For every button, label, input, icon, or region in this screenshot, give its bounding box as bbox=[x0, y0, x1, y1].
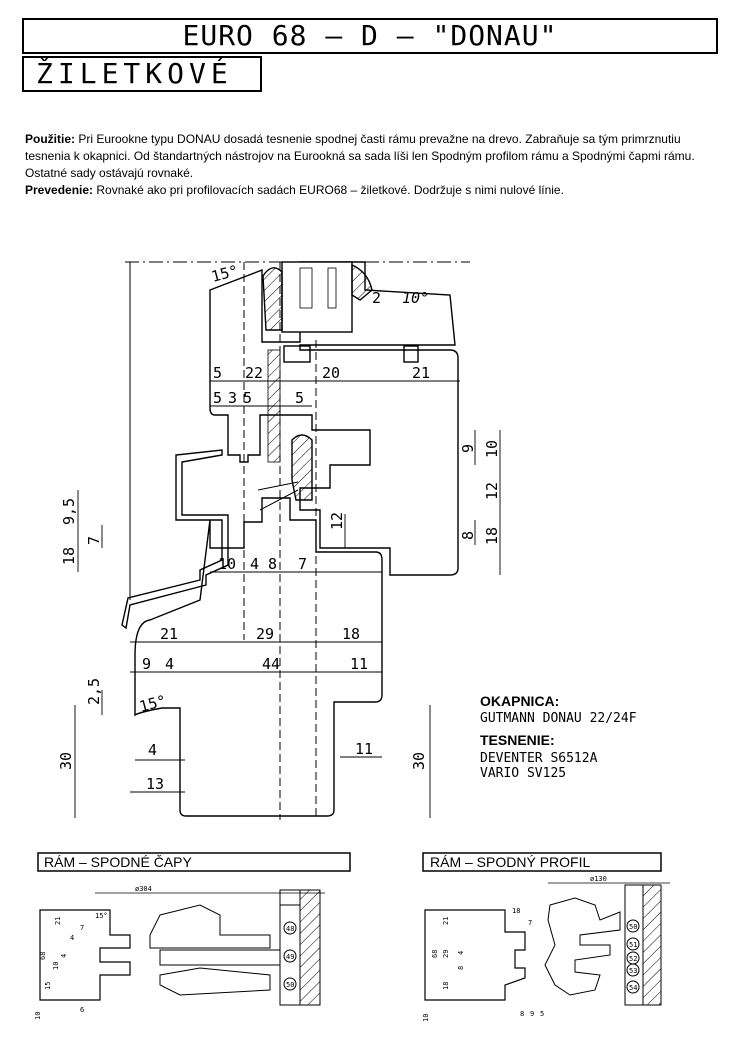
dim-12-right: 12 bbox=[483, 482, 501, 500]
dim-11-c: 11 bbox=[355, 740, 373, 758]
panel2-dim-21: 21 bbox=[442, 917, 450, 925]
panel2-dim-7: 7 bbox=[528, 919, 532, 927]
dim-44: 44 bbox=[262, 655, 280, 673]
panel2-tool-50: 50 bbox=[629, 923, 637, 931]
tesnenie-label: TESNENIE: bbox=[480, 732, 555, 748]
dim-10: 10 bbox=[218, 555, 236, 573]
dim-4: 4 bbox=[250, 555, 259, 573]
dim-4-c: 4 bbox=[148, 741, 157, 759]
dim-13: 13 bbox=[146, 775, 164, 793]
seal-deventer bbox=[291, 434, 313, 501]
panel1-dim-6: 6 bbox=[80, 1006, 84, 1014]
panel2-dim-5: 5 bbox=[540, 1010, 544, 1018]
glazing-seal-right bbox=[351, 263, 373, 301]
dim-3: 3 bbox=[228, 389, 237, 407]
panel1-dim-21: 21 bbox=[54, 917, 62, 925]
dim-10-right: 10 bbox=[483, 440, 501, 458]
dim-2: 2 bbox=[372, 289, 381, 307]
dim-9-right: 9 bbox=[459, 444, 477, 453]
execution-text: Rovnaké ako pri profilovacích sadách EUR… bbox=[93, 183, 564, 197]
panel1-dim-7: 7 bbox=[80, 924, 84, 932]
description-block: Použitie: Pri Eurookne typu DONAU dosadá… bbox=[25, 131, 725, 199]
drip-rail bbox=[121, 449, 229, 630]
panel1-dim-10: 10 bbox=[52, 962, 60, 970]
dim-11-b: 11 bbox=[350, 655, 368, 673]
drawing-title: EURO 68 – D – "DONAU" bbox=[22, 18, 718, 54]
panel-spodny-profil: RÁM – SPODNÝ PROFIL ø130 21 29 68 18 18 … bbox=[422, 852, 670, 1022]
panel2-tool-54: 54 bbox=[629, 984, 637, 992]
usage-text: Pri Eurookne typu DONAU dosadá tesnenie … bbox=[25, 132, 695, 180]
dim-30-right: 30 bbox=[410, 752, 428, 770]
panel2-dim-18: 18 bbox=[442, 982, 450, 990]
dim-5c: 5 bbox=[243, 389, 252, 407]
tesnenie-value-1: DEVENTER S6512A bbox=[480, 751, 598, 766]
dim-18-left: 18 bbox=[60, 547, 78, 565]
panel1-tool-48: 48 bbox=[286, 925, 294, 933]
dim-21-b: 21 bbox=[160, 625, 178, 643]
panel1-dim-4b: 4 bbox=[60, 954, 68, 958]
dim-21: 21 bbox=[412, 364, 430, 382]
panel2-tool-53: 53 bbox=[629, 967, 637, 975]
dim-5a: 5 bbox=[213, 364, 222, 382]
dim-30-left: 30 bbox=[57, 752, 75, 770]
panel2-dim-4: 4 bbox=[457, 951, 465, 955]
panel1-angle: 15° bbox=[95, 912, 108, 920]
usage-label: Použitie: bbox=[25, 132, 75, 146]
panel1-tool-50: 50 bbox=[286, 981, 294, 989]
dim-29: 29 bbox=[256, 625, 274, 643]
angle-label-top: 15° bbox=[209, 261, 240, 285]
tesnenie-value-2: VARIO SV125 bbox=[480, 766, 566, 781]
panel2-diameter: ø130 bbox=[590, 875, 607, 883]
panel1-dim-10b: 10 bbox=[34, 1012, 42, 1020]
panel1-diameter: ø304 bbox=[135, 885, 152, 893]
dim-9-5-left: 9,5 bbox=[60, 498, 78, 525]
panel1-dim-68: 68 bbox=[39, 952, 47, 960]
panel2-dim-9: 9 bbox=[530, 1010, 534, 1018]
panel1-tool-49: 49 bbox=[286, 953, 294, 961]
panel2-dim-10: 10 bbox=[422, 1014, 430, 1022]
drawing-subtitle: ŽILETKOVÉ bbox=[22, 56, 262, 92]
execution-label: Prevedenie: bbox=[25, 183, 94, 197]
dim-12-mid: 12 bbox=[328, 512, 346, 530]
dim-7-left: 7 bbox=[85, 536, 103, 545]
sash-profile bbox=[209, 261, 459, 576]
panel1-title: RÁM – SPODNÉ ČAPY bbox=[44, 854, 192, 870]
dim-8: 8 bbox=[268, 555, 277, 573]
dim-22: 22 bbox=[245, 364, 263, 382]
dim-20: 20 bbox=[322, 364, 340, 382]
frame-profile bbox=[134, 497, 383, 817]
panel-spodne-capy: RÁM – SPODNÉ ČAPY ø304 21 7 15° 4 15 10 … bbox=[34, 852, 351, 1020]
panel1-dim-15: 15 bbox=[44, 982, 52, 990]
okapnica-label: OKAPNICA: bbox=[480, 693, 559, 709]
panel2-dim-29: 29 bbox=[442, 950, 450, 958]
dim-5b: 5 bbox=[213, 389, 222, 407]
dim-2-5: 2,5 bbox=[85, 678, 103, 705]
panel2-tool-51: 51 bbox=[629, 941, 637, 949]
dim-18-b: 18 bbox=[342, 625, 360, 643]
glazing-seal-left bbox=[262, 267, 283, 331]
dim-9-b: 9 bbox=[142, 655, 151, 673]
dim-4-b: 4 bbox=[165, 655, 174, 673]
panel1-dim-4: 4 bbox=[70, 934, 74, 942]
panel2-tool-52: 52 bbox=[629, 955, 637, 963]
angle-label-10: 10° bbox=[402, 289, 429, 307]
panel2-title: RÁM – SPODNÝ PROFIL bbox=[430, 854, 590, 870]
panel2-dim-8a: 8 bbox=[457, 966, 465, 970]
dim-5d: 5 bbox=[295, 389, 304, 407]
dim-18-right: 18 bbox=[483, 527, 501, 545]
dim-8-right: 8 bbox=[459, 531, 477, 540]
okapnica-value: GUTMANN DONAU 22/24F bbox=[480, 711, 637, 726]
panel2-dim-8b: 8 bbox=[520, 1010, 524, 1018]
panel2-dim-18-top: 18 bbox=[512, 907, 520, 915]
dim-7: 7 bbox=[298, 555, 307, 573]
angle-label-15-bottom: 15° bbox=[137, 691, 168, 715]
panel2-dim-68: 68 bbox=[431, 950, 439, 958]
